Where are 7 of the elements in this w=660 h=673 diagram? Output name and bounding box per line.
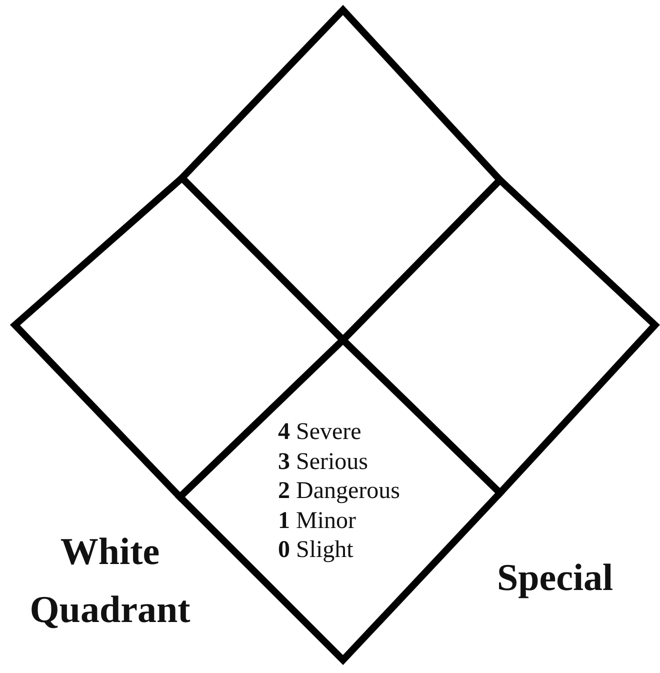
quadrant-label: Special: [496, 556, 614, 601]
hazard-rating-text: 4 Severe: [278, 418, 362, 447]
quadrant-label: White Quadrant: [28, 530, 192, 633]
hazard-rating-text: 0 Slight: [278, 536, 354, 565]
hazard-rating-text: 3 Serious: [278, 448, 368, 476]
hazard-rating-text: 1 Minor: [278, 506, 356, 536]
hazard-rating-text: 2 Dangerous: [278, 477, 400, 506]
